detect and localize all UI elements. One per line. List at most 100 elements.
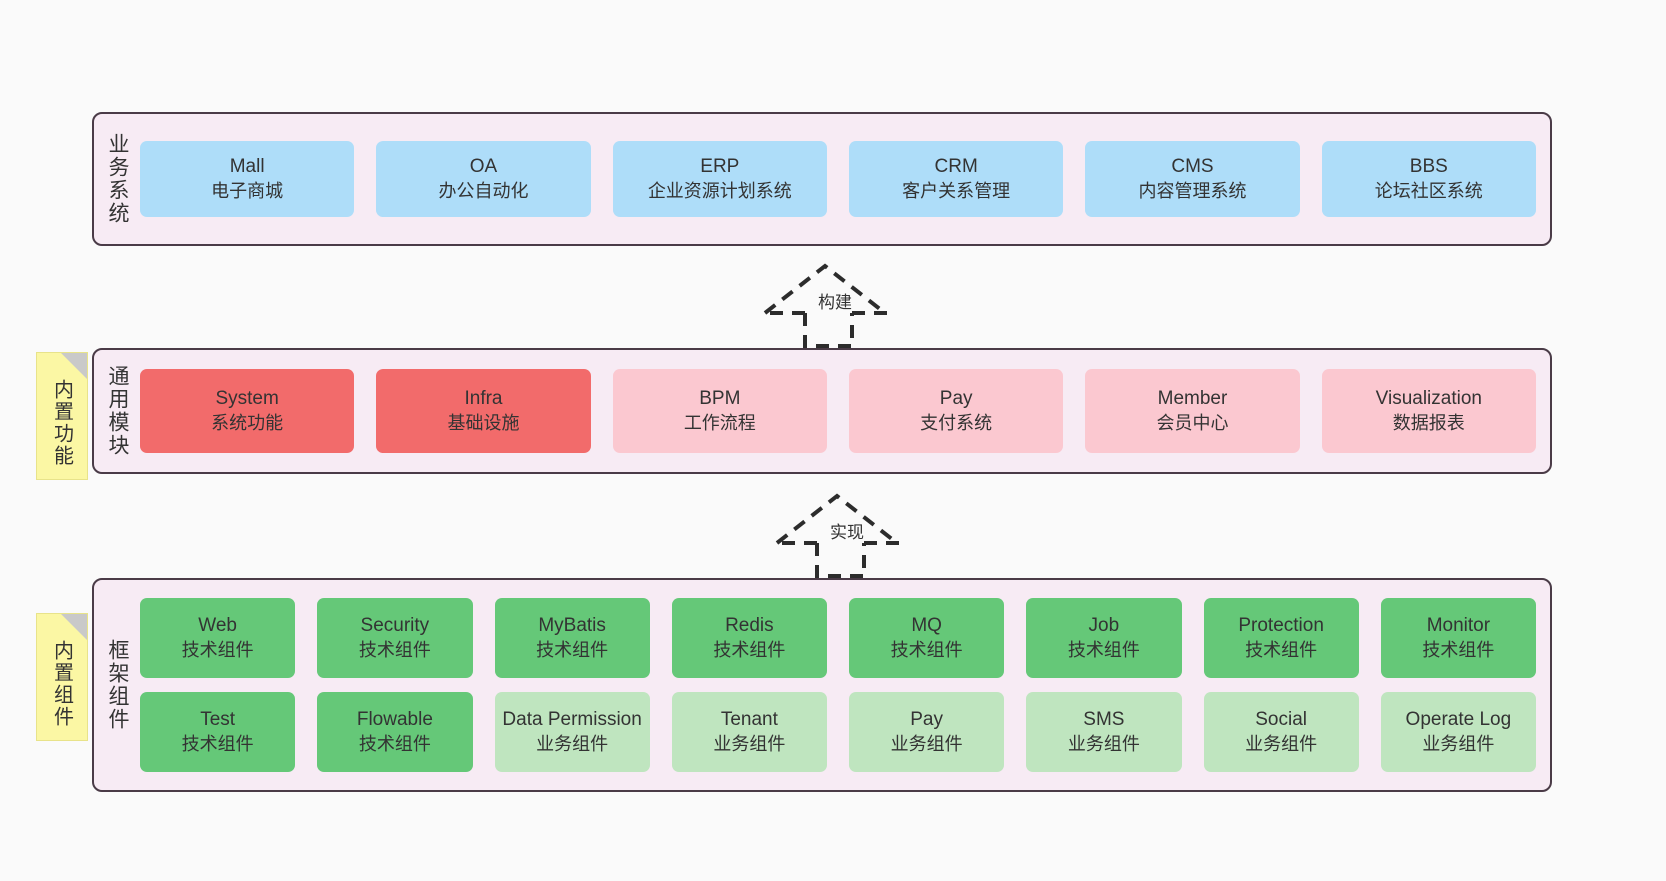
node-operate-log[interactable]: Operate Log 业务组件	[1380, 692, 1536, 772]
node-web[interactable]: Web 技术组件	[140, 598, 296, 678]
node-title: MQ	[911, 614, 942, 636]
connector-implement-label: 实现	[830, 523, 864, 542]
node-subtitle: 业务组件	[536, 733, 609, 754]
node-title: Monitor	[1426, 614, 1491, 636]
node-subtitle: 支付系统	[920, 412, 993, 433]
sticky-note-builtin-components: 内置组件	[36, 613, 88, 741]
node-bbs[interactable]: BBS 论坛社区系统	[1321, 141, 1536, 217]
node-title: Mall	[229, 155, 265, 177]
node-infra[interactable]: Infra 基础设施	[376, 369, 591, 453]
node-title: Test	[200, 708, 236, 730]
node-subtitle: 电子商城	[211, 180, 284, 201]
node-title: SMS	[1083, 708, 1125, 730]
node-title: Social	[1255, 708, 1307, 730]
node-subtitle: 企业资源计划系统	[647, 180, 792, 201]
node-protection[interactable]: Protection 技术组件	[1203, 598, 1359, 678]
layer-common-modules: 通用模块 System 系统功能 Infra 基础设施 BPM 工作流程 Pay…	[92, 348, 1552, 474]
node-title: Infra	[464, 387, 503, 409]
node-oa[interactable]: OA 办公自动化	[376, 141, 591, 217]
node-title: Job	[1088, 614, 1120, 636]
node-subtitle: 系统功能	[211, 412, 284, 433]
node-redis[interactable]: Redis 技术组件	[671, 598, 827, 678]
layer-business-system: 业务系统 Mall 电子商城 OA 办公自动化 ERP 企业资源计划系统 CRM…	[92, 112, 1552, 246]
node-sms[interactable]: SMS 业务组件	[1026, 692, 1182, 772]
node-subtitle: 数据报表	[1392, 412, 1465, 433]
layer-framework-components: 框架组件 Web 技术组件 Security 技术组件 MyBatis 技术组件…	[92, 578, 1552, 792]
node-subtitle: 基础设施	[447, 412, 520, 433]
node-monitor[interactable]: Monitor 技术组件	[1380, 598, 1536, 678]
node-social[interactable]: Social 业务组件	[1203, 692, 1359, 772]
node-visualization[interactable]: Visualization 数据报表	[1321, 369, 1536, 453]
sticky-note-label: 内置组件	[50, 640, 73, 728]
connector-build-label: 构建	[818, 293, 852, 312]
node-subtitle: 工作流程	[683, 412, 756, 433]
node-mq[interactable]: MQ 技术组件	[849, 598, 1005, 678]
sticky-fold-icon	[61, 614, 87, 640]
node-subtitle: 业务组件	[1422, 733, 1495, 754]
node-subtitle: 客户关系管理	[902, 180, 1011, 201]
node-subtitle: 技术组件	[1422, 639, 1495, 660]
layer-framework-components-label: 框架组件	[106, 639, 129, 731]
node-bpm[interactable]: BPM 工作流程	[612, 369, 827, 453]
node-title: Redis	[725, 614, 774, 636]
node-pay-component[interactable]: Pay 业务组件	[849, 692, 1005, 772]
node-security[interactable]: Security 技术组件	[317, 598, 473, 678]
common-modules-row: System 系统功能 Infra 基础设施 BPM 工作流程 Pay 支付系统…	[140, 369, 1536, 453]
node-title: CMS	[1171, 155, 1214, 177]
node-title: Member	[1157, 387, 1228, 409]
node-title: Operate Log	[1405, 708, 1512, 730]
framework-tech-row: Web 技术组件 Security 技术组件 MyBatis 技术组件 Redi…	[140, 598, 1536, 678]
node-mall[interactable]: Mall 电子商城	[140, 141, 355, 217]
node-subtitle: 办公自动化	[438, 180, 529, 201]
layer-common-modules-body: System 系统功能 Infra 基础设施 BPM 工作流程 Pay 支付系统…	[140, 350, 1550, 472]
node-subtitle: 技术组件	[890, 639, 963, 660]
node-test[interactable]: Test 技术组件	[140, 692, 296, 772]
node-title: OA	[469, 155, 498, 177]
node-subtitle: 技术组件	[358, 733, 431, 754]
node-title: BBS	[1409, 155, 1448, 177]
node-subtitle: 内容管理系统	[1138, 180, 1247, 201]
node-title: Visualization	[1375, 387, 1482, 409]
node-system[interactable]: System 系统功能	[140, 369, 355, 453]
connector-implement: 实现	[772, 488, 952, 580]
node-title: Security	[360, 614, 430, 636]
node-subtitle: 业务组件	[890, 733, 963, 754]
node-pay-module[interactable]: Pay 支付系统	[848, 369, 1064, 453]
node-subtitle: 技术组件	[536, 639, 609, 660]
node-subtitle: 技术组件	[1067, 639, 1140, 660]
node-subtitle: 业务组件	[713, 733, 786, 754]
node-subtitle: 技术组件	[713, 639, 786, 660]
sticky-fold-icon	[61, 353, 87, 379]
node-cms[interactable]: CMS 内容管理系统	[1085, 141, 1300, 217]
node-crm[interactable]: CRM 客户关系管理	[848, 141, 1064, 217]
node-title: Data Permission	[502, 708, 642, 730]
node-subtitle: 技术组件	[1245, 639, 1318, 660]
sticky-note-label: 内置功能	[50, 379, 73, 467]
node-subtitle: 业务组件	[1245, 733, 1318, 754]
node-title: ERP	[700, 155, 740, 177]
node-title: Pay	[910, 708, 943, 730]
node-data-permission[interactable]: Data Permission 业务组件	[494, 692, 650, 772]
node-title: Pay	[939, 387, 973, 409]
node-title: Flowable	[356, 708, 433, 730]
node-mybatis[interactable]: MyBatis 技术组件	[494, 598, 650, 678]
layer-common-modules-label: 通用模块	[106, 365, 129, 457]
node-erp[interactable]: ERP 企业资源计划系统	[612, 141, 827, 217]
implement-arrow-icon	[775, 493, 904, 578]
layer-business-system-label: 业务系统	[106, 133, 129, 225]
node-title: System	[215, 387, 279, 409]
node-job[interactable]: Job 技术组件	[1026, 598, 1182, 678]
node-subtitle: 技术组件	[358, 639, 431, 660]
node-tenant[interactable]: Tenant 业务组件	[671, 692, 827, 772]
connector-build: 构建	[760, 258, 940, 350]
node-title: Protection	[1238, 614, 1324, 636]
node-title: BPM	[699, 387, 741, 409]
node-title: CRM	[934, 155, 978, 177]
node-subtitle: 会员中心	[1156, 412, 1229, 433]
node-flowable[interactable]: Flowable 技术组件	[317, 692, 473, 772]
sticky-note-builtin-features: 内置功能	[36, 352, 88, 480]
node-member[interactable]: Member 会员中心	[1085, 369, 1300, 453]
node-subtitle: 业务组件	[1067, 733, 1140, 754]
layer-framework-components-body: Web 技术组件 Security 技术组件 MyBatis 技术组件 Redi…	[140, 580, 1550, 790]
